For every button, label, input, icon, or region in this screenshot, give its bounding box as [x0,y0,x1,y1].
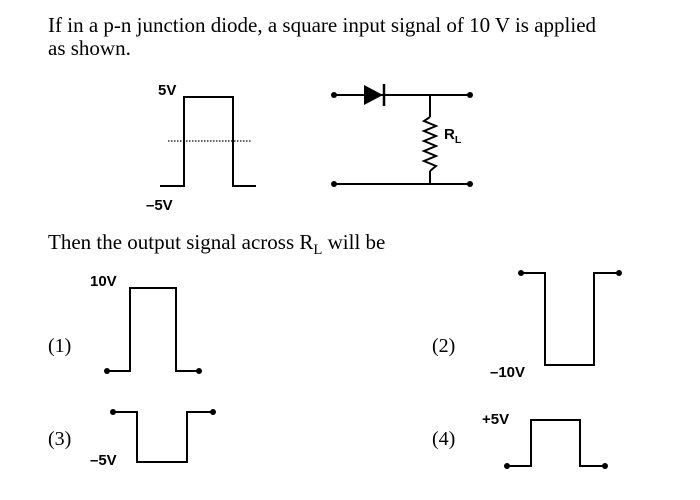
resistor-label: RL [444,126,462,146]
option-3-waveform[interactable] [110,409,216,463]
option-1-waveform[interactable] [104,287,202,374]
input-signal-top-label: 5V [158,82,177,99]
option-4-level-label: +5V [482,411,510,428]
diode-symbol [364,84,386,106]
option-3-level-label: –5V [90,452,117,469]
option-2-level-label: –10V [490,364,526,381]
option-1-number[interactable]: (1) [48,335,72,357]
question-line-1: If in a p-n junction diode, a square inp… [48,13,597,37]
question-text: If in a p-n junction diode, a square inp… [48,14,688,60]
option-1-level-label: 10V [90,273,117,290]
option-2-number[interactable]: (2) [432,335,456,357]
diode-circuit [334,94,470,185]
option-3-number[interactable]: (3) [48,428,72,450]
input-square-wave [160,96,256,187]
option-4-number[interactable]: (4) [432,428,456,450]
input-signal-bottom-label: –5V [146,197,173,214]
question-2-text: Then the output signal across RL will be [48,230,386,259]
option-2-waveform[interactable] [518,270,622,366]
resistor-zigzag [421,116,439,172]
circuit-terminals [331,92,473,187]
option-4-waveform[interactable] [504,419,608,469]
question-line-2: as shown. [48,36,131,60]
